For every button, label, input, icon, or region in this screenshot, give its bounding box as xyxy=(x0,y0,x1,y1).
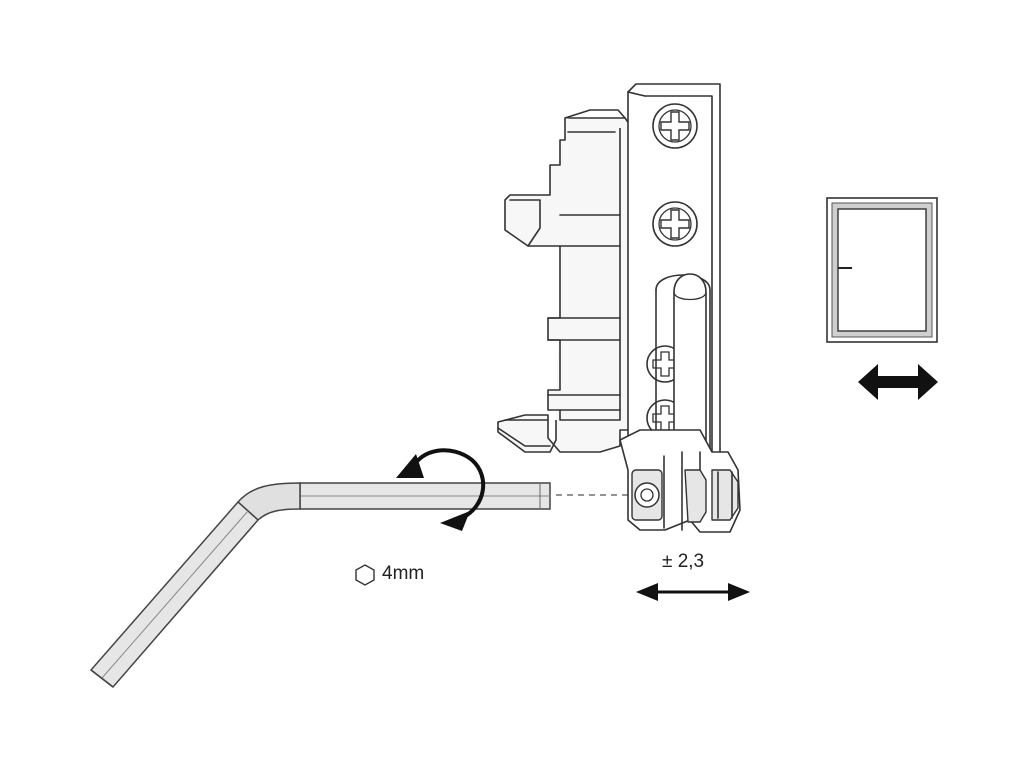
double-arrow-horizontal-icon xyxy=(858,364,938,400)
screw-icon xyxy=(652,103,698,149)
hinge-assembly xyxy=(497,83,741,533)
adjustment-knuckle xyxy=(619,429,741,533)
adjustment-range-label: ± 2,3 xyxy=(662,551,705,572)
hinge-pin xyxy=(673,273,707,471)
hexagon-icon xyxy=(355,564,375,586)
rotate-arrow-icon xyxy=(396,448,486,531)
adjustment-range-arrow xyxy=(636,583,750,601)
window-frame-icon xyxy=(826,197,938,343)
screw-icon xyxy=(652,201,698,247)
hex-key xyxy=(89,482,551,689)
tool-size-label: 4mm xyxy=(382,563,425,584)
